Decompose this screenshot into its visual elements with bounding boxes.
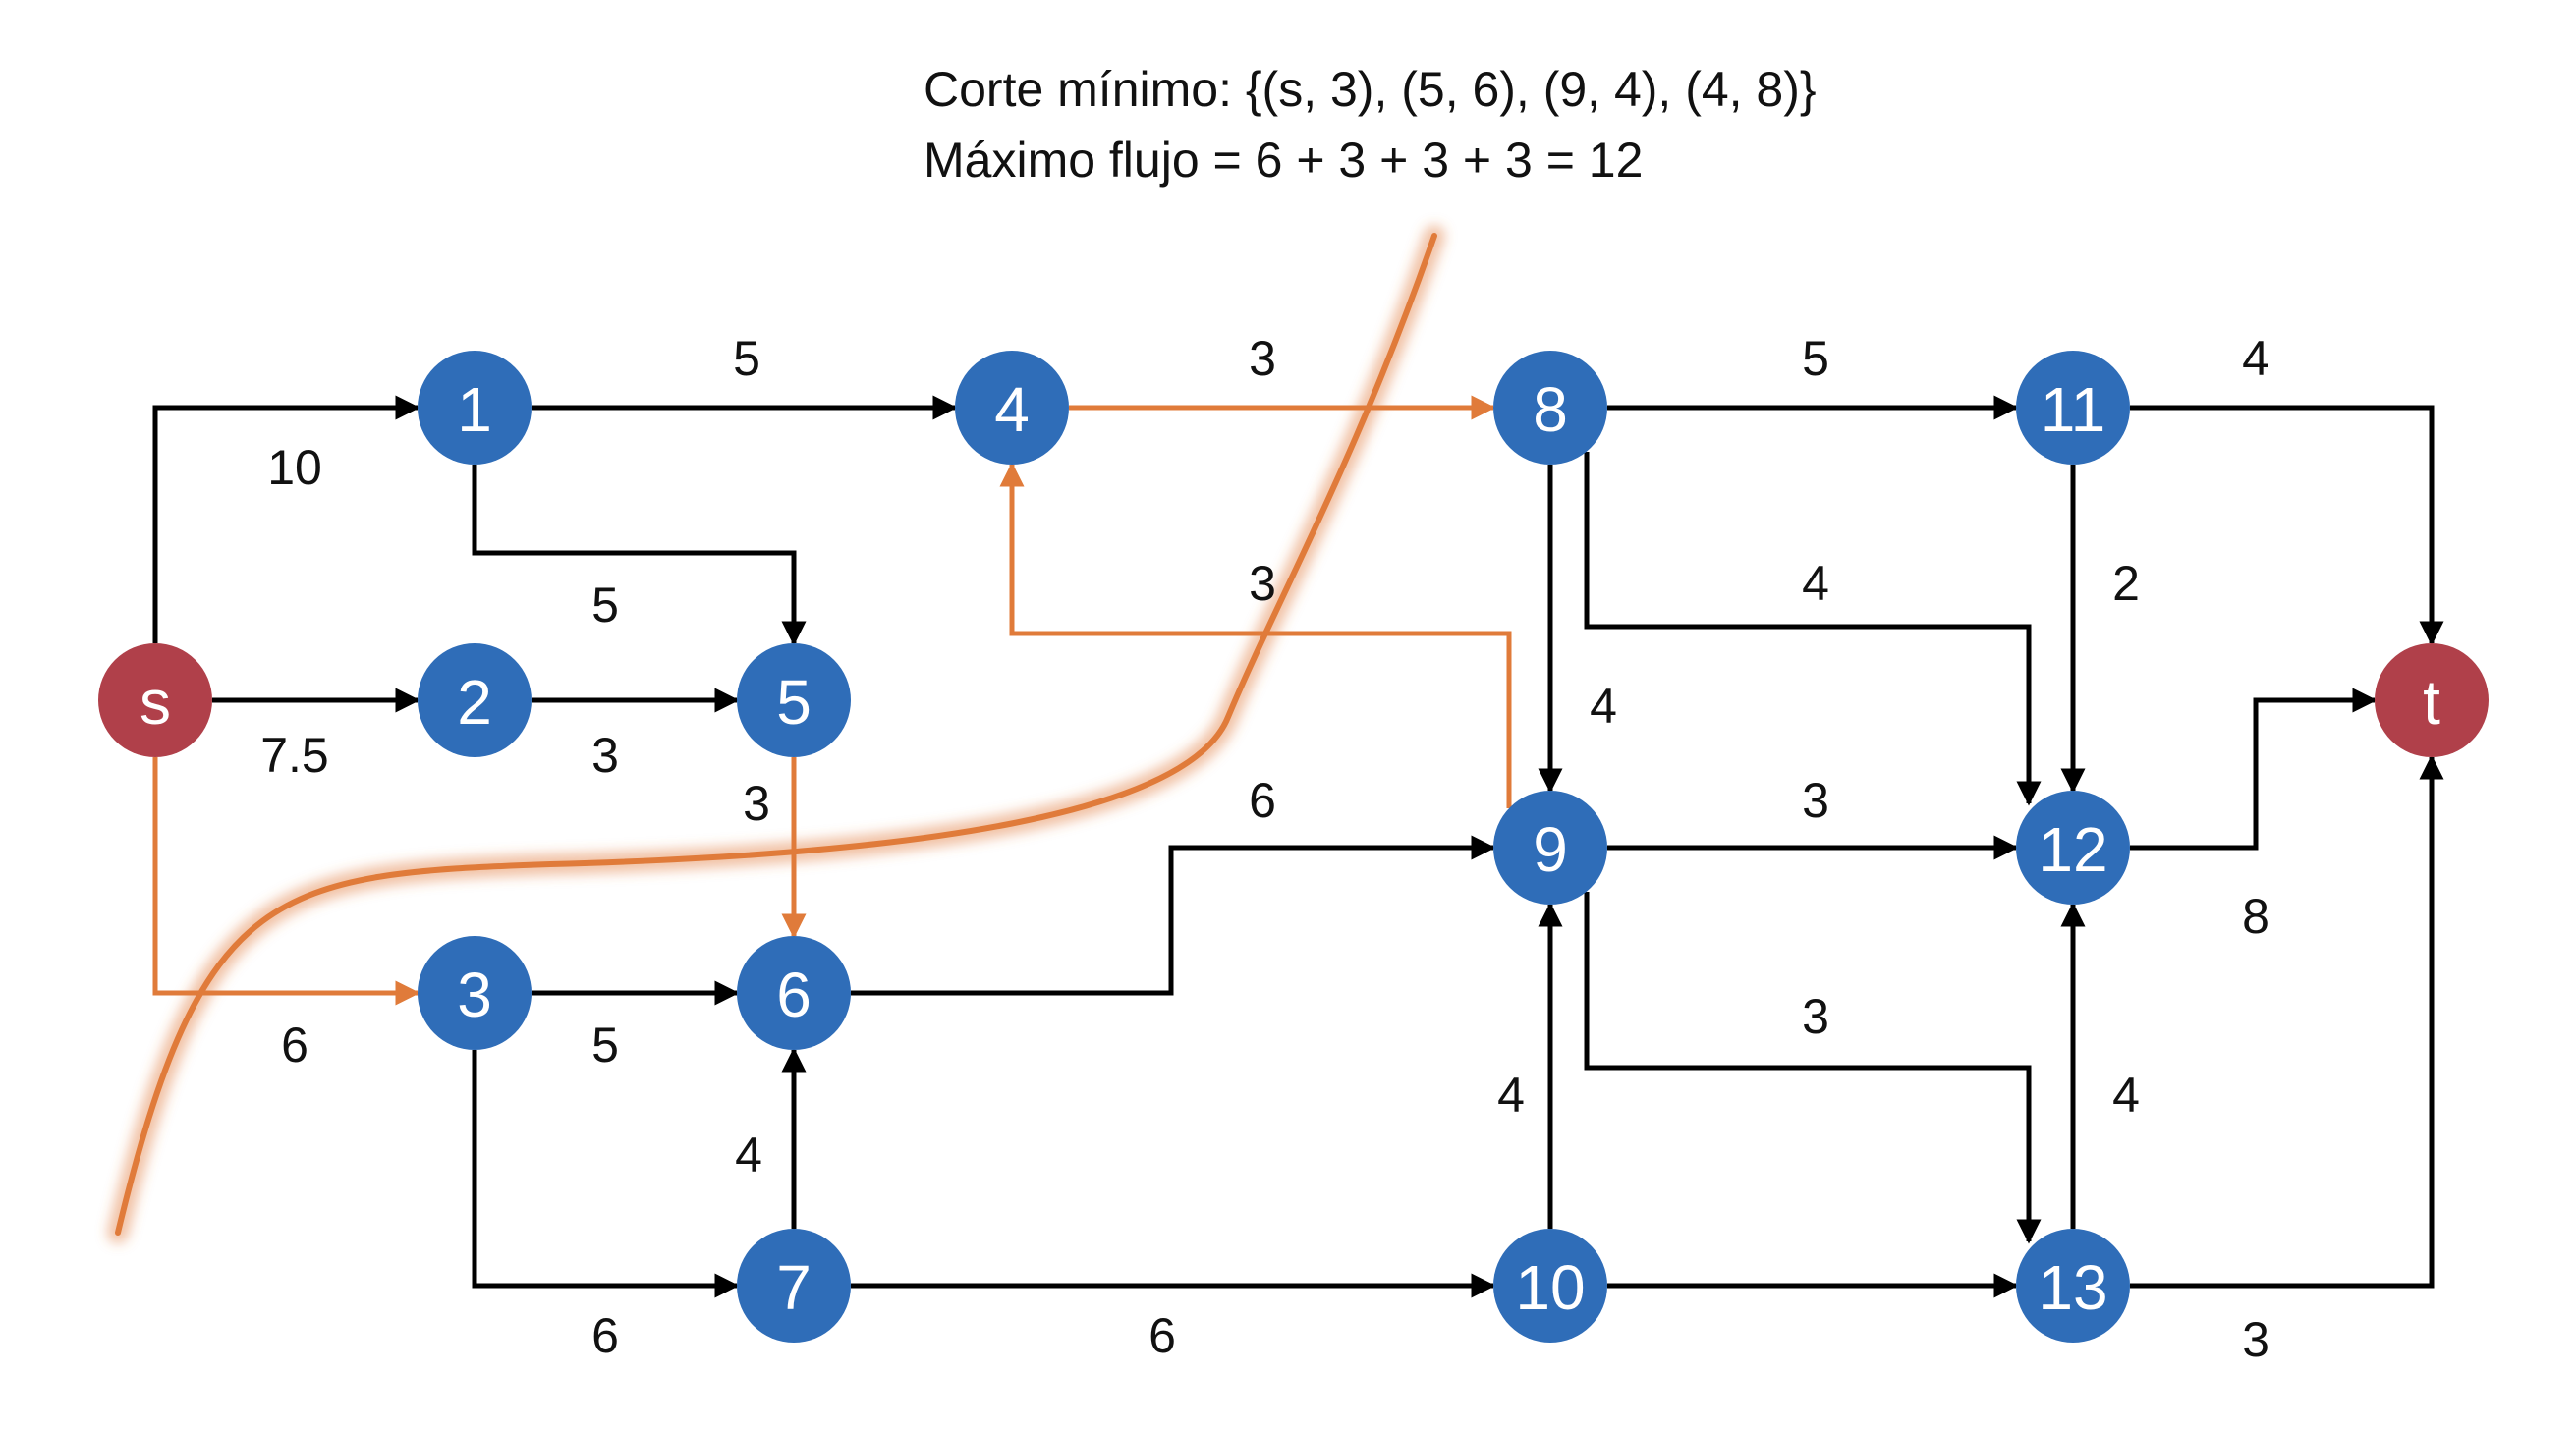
node-circle-6 (737, 936, 851, 1050)
node-circle-s (98, 643, 212, 757)
node-13: 13 (2016, 1229, 2130, 1343)
node-circle-12 (2016, 791, 2130, 905)
node-label-8: 8 (1533, 374, 1568, 445)
node-label-12: 12 (2038, 814, 2107, 885)
capacity-label-9-4: 3 (1249, 556, 1276, 611)
capacity-label-7-10: 6 (1148, 1308, 1176, 1363)
node-8: 8 (1493, 351, 1607, 465)
node-label-13: 13 (2038, 1252, 2107, 1323)
edge-s-3 (152, 757, 420, 1006)
terminal-node-t: t (2375, 643, 2489, 757)
node-4: 4 (955, 351, 1069, 465)
node-circle-7 (737, 1229, 851, 1343)
node-circle-1 (418, 351, 532, 465)
terminal-node-s: s (98, 643, 212, 757)
node-6: 6 (737, 936, 851, 1050)
capacity-label-s-3: 6 (281, 1018, 308, 1072)
edge-1-5 (472, 465, 807, 646)
edge-13-t (2130, 754, 2444, 1289)
capacity-label-3-6: 5 (591, 1018, 619, 1072)
max-flow-caption: Máximo flujo = 6 + 3 + 3 + 3 = 12 (924, 133, 1644, 188)
node-label-4: 4 (994, 374, 1030, 445)
node-circle-3 (418, 936, 532, 1050)
capacity-label-8-9: 4 (1590, 679, 1617, 734)
edge-9-13 (1584, 892, 2042, 1244)
edge-9-4 (999, 462, 1512, 808)
node-circle-9 (1493, 791, 1607, 905)
node-circle-2 (418, 643, 532, 757)
capacity-label-4-8: 3 (1249, 331, 1276, 386)
min-cut-caption: Corte mínimo: {(s, 3), (5, 6), (9, 4), (… (924, 62, 1817, 117)
node-circle-13 (2016, 1229, 2130, 1343)
edge-s-1 (152, 395, 420, 643)
node-circle-10 (1493, 1229, 1607, 1343)
capacity-label-11-12: 2 (2112, 556, 2140, 611)
capacity-label-3-7: 6 (591, 1308, 619, 1363)
node-5: 5 (737, 643, 851, 757)
node-12: 12 (2016, 791, 2130, 905)
node-10: 10 (1493, 1229, 1607, 1343)
node-11: 11 (2016, 351, 2130, 465)
edge-11-t (2130, 405, 2444, 646)
capacity-label-7-6: 4 (735, 1128, 762, 1182)
node-2: 2 (418, 643, 532, 757)
edge-12-t (2130, 688, 2378, 851)
capacity-label-9-13: 3 (1802, 989, 1829, 1044)
capacity-label-2-5: 3 (591, 728, 619, 783)
capacity-label-8-11: 5 (1802, 331, 1829, 386)
node-label-s: s (140, 667, 171, 738)
capacity-label-s-1: 10 (267, 440, 322, 495)
node-9: 9 (1493, 791, 1607, 905)
capacity-label-9-12: 3 (1802, 773, 1829, 828)
edge-8-12 (1584, 452, 2042, 806)
node-circle-t (2375, 643, 2489, 757)
node-label-10: 10 (1515, 1252, 1585, 1323)
node-circle-8 (1493, 351, 1607, 465)
node-label-t: t (2423, 667, 2440, 738)
node-circle-4 (955, 351, 1069, 465)
capacity-label-5-6: 3 (743, 776, 770, 831)
node-1: 1 (418, 351, 532, 465)
edge-6-9 (851, 835, 1496, 996)
edge-3-7 (472, 1050, 740, 1298)
capacity-label-1-4: 5 (733, 331, 760, 386)
capacity-label-11-t: 4 (2242, 331, 2269, 386)
node-label-3: 3 (457, 960, 492, 1030)
node-label-7: 7 (776, 1252, 812, 1323)
node-label-6: 6 (776, 960, 812, 1030)
capacity-label-8-12: 4 (1802, 556, 1829, 611)
node-label-1: 1 (457, 374, 492, 445)
capacity-label-s-2: 7.5 (260, 728, 329, 783)
node-label-2: 2 (457, 667, 492, 738)
capacity-label-10-9: 4 (1497, 1068, 1525, 1123)
node-label-5: 5 (776, 667, 812, 738)
node-label-11: 11 (2041, 374, 2105, 445)
capacity-label-13-12: 4 (2112, 1068, 2140, 1123)
min-cut-curve (115, 233, 1437, 1236)
capacity-label-1-5: 5 (591, 578, 619, 632)
capacity-label-12-t: 8 (2242, 889, 2269, 944)
capacity-label-13-t: 3 (2242, 1312, 2269, 1367)
node-circle-11 (2016, 351, 2130, 465)
node-circle-5 (737, 643, 851, 757)
node-label-9: 9 (1533, 814, 1568, 885)
capacity-label-6-9: 6 (1249, 773, 1276, 828)
node-3: 3 (418, 936, 532, 1050)
node-7: 7 (737, 1229, 851, 1343)
